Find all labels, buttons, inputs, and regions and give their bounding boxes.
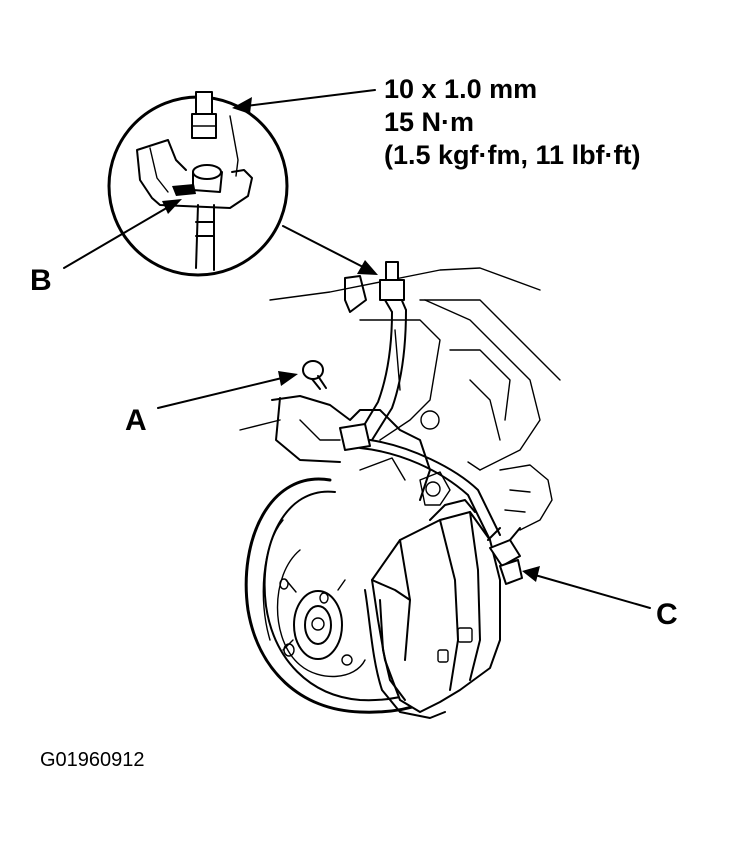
figure-id: G01960912: [40, 749, 145, 771]
spec-torque-imperial: (1.5 kgf·fm, 11 lbf·ft): [384, 140, 641, 170]
callout-b-leader: [63, 199, 182, 269]
detail-upper-fitting: [195, 91, 213, 115]
caliper-fitting-c: [487, 527, 523, 585]
callout-c-label: C: [656, 598, 678, 631]
bolt-a: [302, 360, 327, 390]
brake-hose: [339, 261, 501, 541]
spec-leader: [232, 89, 376, 114]
disc-hub: [279, 578, 353, 666]
disc-outer-edge: [244, 477, 462, 714]
callout-b-label: B: [30, 264, 52, 297]
knuckle-upper-arm: [344, 275, 367, 313]
callout-a-label: A: [125, 404, 147, 437]
hose-upper-fitting: [379, 279, 405, 301]
caliper-bracket: [364, 589, 446, 719]
spec-thread-size: 10 x 1.0 mm: [384, 74, 537, 104]
detail-bracket: [136, 139, 253, 209]
callout-a-leader: [157, 371, 298, 409]
spec-torque-nm: 15 N·m: [384, 107, 474, 137]
hose-clip: [339, 423, 371, 451]
knuckle-body: [271, 395, 431, 501]
detail-brake-hose: [195, 204, 215, 271]
suspension-structure: [239, 267, 561, 531]
caliper-window: [457, 627, 473, 643]
callout-c-leader: [522, 566, 651, 609]
detail-clip-b: [172, 184, 196, 196]
brake-caliper: [364, 499, 523, 719]
torque-spec: 10 x 1.0 mm 15 N·m (1.5 kgf·fm, 11 lbf·f…: [384, 74, 641, 170]
detail-circle: [107, 91, 289, 277]
detail-leader: [282, 225, 378, 275]
